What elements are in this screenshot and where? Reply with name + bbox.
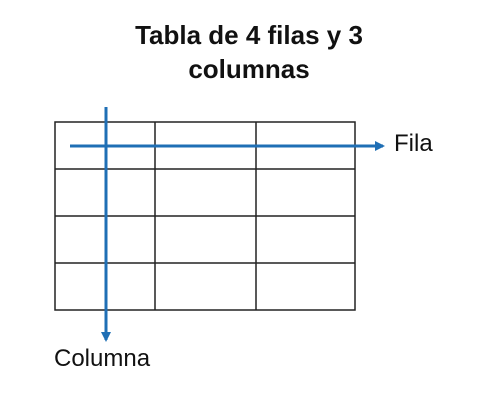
column-label: Columna bbox=[54, 345, 151, 372]
row-label: Fila bbox=[394, 130, 433, 157]
title-line-2: columnas bbox=[188, 54, 310, 84]
title-line-1: Tabla de 4 filas y 3 bbox=[135, 20, 363, 50]
table-grid bbox=[54, 121, 356, 311]
diagram-title: Tabla de 4 filas y 3 columnas bbox=[60, 18, 438, 86]
